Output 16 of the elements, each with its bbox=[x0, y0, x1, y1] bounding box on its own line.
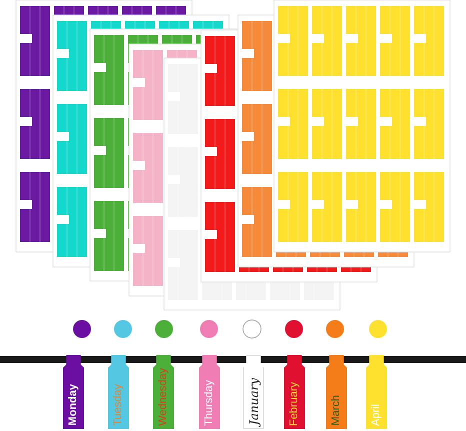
tag-text: Tuesday bbox=[113, 384, 124, 426]
tag-text: Wednesday bbox=[158, 368, 169, 426]
cable-tag bbox=[153, 355, 174, 429]
cable-tag bbox=[366, 355, 387, 429]
cable-tag bbox=[108, 355, 129, 429]
tag-text: Thursday bbox=[204, 380, 215, 426]
cable-tag bbox=[199, 355, 220, 429]
tag-text: March bbox=[331, 395, 342, 426]
tag-text: Monday bbox=[68, 384, 79, 426]
tag-text: January bbox=[248, 378, 260, 425]
cable-tag bbox=[243, 355, 264, 429]
tag-text: February bbox=[289, 382, 300, 426]
cable-tag bbox=[63, 355, 84, 429]
cable-tag bbox=[326, 355, 347, 429]
tag-text: April bbox=[371, 404, 382, 426]
cable-tag bbox=[284, 355, 305, 429]
